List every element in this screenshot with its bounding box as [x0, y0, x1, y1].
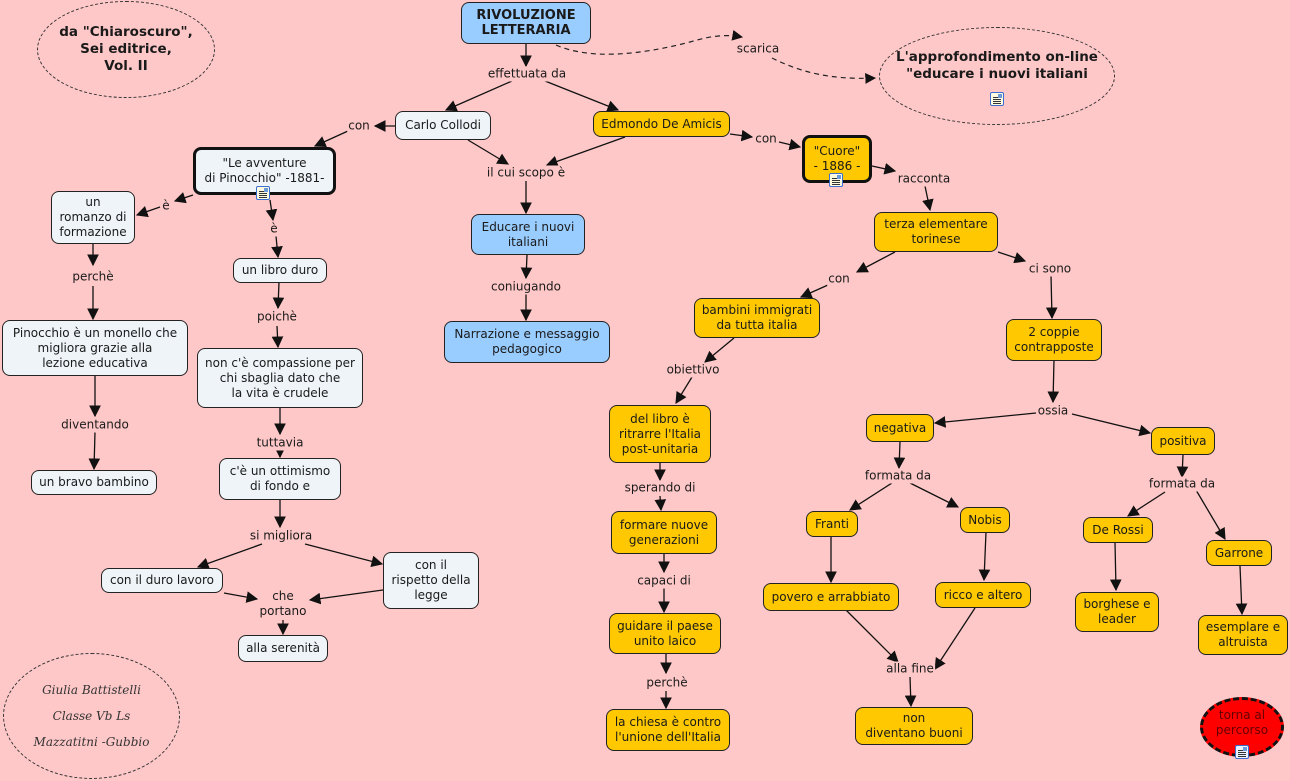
link-capaci-di: capaci di [636, 573, 692, 589]
node-povero[interactable]: povero e arrabbiato [763, 583, 899, 611]
author-name: Giulia Battistelli [42, 683, 141, 697]
link-scarica: scarica [735, 41, 781, 57]
node-positiva[interactable]: positiva [1151, 427, 1215, 455]
link-alla-fine: alla fine [885, 661, 935, 677]
node-chiesa[interactable]: la chiesa è contro l'unione dell'Italia [606, 709, 730, 751]
node-bambini[interactable]: bambini immigrati da tutta italia [694, 298, 820, 338]
link-effettuata-da: effettuata da [486, 66, 568, 82]
online-resource-ellipse[interactable]: L'approfondimento on-line "educare i nuo… [879, 27, 1115, 125]
node-romanzo[interactable]: un romanzo di formazione [51, 191, 135, 244]
link-che-portano: che portano [258, 589, 308, 619]
node-compassione[interactable]: non c'è compassione per chi sbaglia dato… [197, 348, 363, 408]
link-racconta: racconta [896, 171, 952, 187]
link-ossia: ossia [1036, 403, 1070, 419]
node-libro-duro[interactable]: un libro duro [233, 258, 327, 283]
node-cuore[interactable]: "Cuore" - 1886 - [802, 135, 872, 183]
link-formata-da-positiva: formata da [1147, 476, 1217, 492]
node-nobis[interactable]: Nobis [960, 507, 1010, 533]
link-ci-sono: ci sono [1027, 261, 1073, 277]
author-note: Giulia Battistelli Classe Vb Ls Mazzatit… [3, 653, 180, 779]
node-coppie[interactable]: 2 coppie contrapposte [1006, 319, 1102, 361]
link-con-bambini: con [827, 271, 851, 287]
link-coniugando: coniugando [489, 279, 563, 295]
author-school: Mazzatitni -Gubbio [33, 735, 150, 749]
node-collodi[interactable]: Carlo Collodi [395, 111, 491, 140]
node-guidare[interactable]: guidare il paese unito laico [609, 613, 721, 654]
link-e-romanzo: è [161, 198, 171, 214]
node-deamicis[interactable]: Edmondo De Amicis [593, 111, 730, 137]
link-sperando-di: sperando di [623, 480, 697, 496]
link-diventando: diventando [60, 417, 130, 433]
back-to-path-label: torna al percorso [1215, 708, 1269, 737]
source-note: da "Chiaroscuro", Sei editrice, Vol. II [37, 1, 215, 98]
node-terza[interactable]: terza elementare torinese [874, 212, 998, 252]
node-garrone[interactable]: Garrone [1206, 540, 1272, 566]
node-borghese[interactable]: borghese e leader [1075, 592, 1159, 632]
link-poiche: poichè [256, 309, 298, 325]
concept-map-link-icon[interactable] [1235, 745, 1249, 759]
node-bravo-bambino[interactable]: un bravo bambino [31, 470, 157, 495]
node-ottimismo[interactable]: c'è un ottimismo di fondo e [219, 458, 341, 500]
node-narrazione[interactable]: Narrazione e messaggio pedagogico [444, 321, 610, 363]
link-perche-chiesa: perchè [645, 675, 689, 691]
node-educare[interactable]: Educare i nuovi italiani [471, 214, 585, 255]
node-serenita[interactable]: alla serenità [238, 635, 328, 662]
link-e-libro: è [269, 221, 279, 237]
node-root[interactable]: RIVOLUZIONE LETTERARIA [461, 2, 591, 44]
node-duro-lavoro[interactable]: con il duro lavoro [101, 568, 223, 593]
node-derossi[interactable]: De Rossi [1083, 517, 1153, 543]
cuore-resource-icon[interactable] [829, 173, 843, 187]
node-esemplare[interactable]: esemplare e altruista [1198, 615, 1288, 655]
link-perche-monello: perchè [71, 269, 115, 285]
node-rispetto[interactable]: con il rispetto della legge [383, 552, 479, 609]
node-franti[interactable]: Franti [806, 511, 858, 537]
node-formare[interactable]: formare nuove generazioni [611, 511, 717, 554]
link-con-collodi: con [347, 118, 371, 134]
node-ritrarre[interactable]: del libro è ritrarre l'Italia post-unita… [609, 405, 711, 463]
pinocchio-resource-icon[interactable] [256, 186, 270, 200]
resource-document-icon[interactable] [990, 92, 1004, 106]
link-si-migliora: si migliora [248, 528, 314, 544]
node-negativa[interactable]: negativa [866, 414, 934, 442]
link-formata-da-negativa: formata da [863, 468, 933, 484]
link-tuttavia: tuttavia [255, 435, 305, 451]
node-non-buoni[interactable]: non diventano buoni [855, 707, 973, 745]
link-con-deamicis: con [754, 131, 778, 147]
link-obiettivo: obiettivo [665, 362, 721, 378]
author-class: Classe Vb Ls [52, 709, 131, 723]
node-monello[interactable]: Pinocchio è un monello che migliora graz… [2, 320, 188, 376]
link-il-cui-scopo: il cui scopo è [485, 165, 567, 181]
node-ricco[interactable]: ricco e altero [935, 582, 1031, 608]
online-resource-label: L'approfondimento on-line "educare i nuo… [896, 49, 1098, 82]
